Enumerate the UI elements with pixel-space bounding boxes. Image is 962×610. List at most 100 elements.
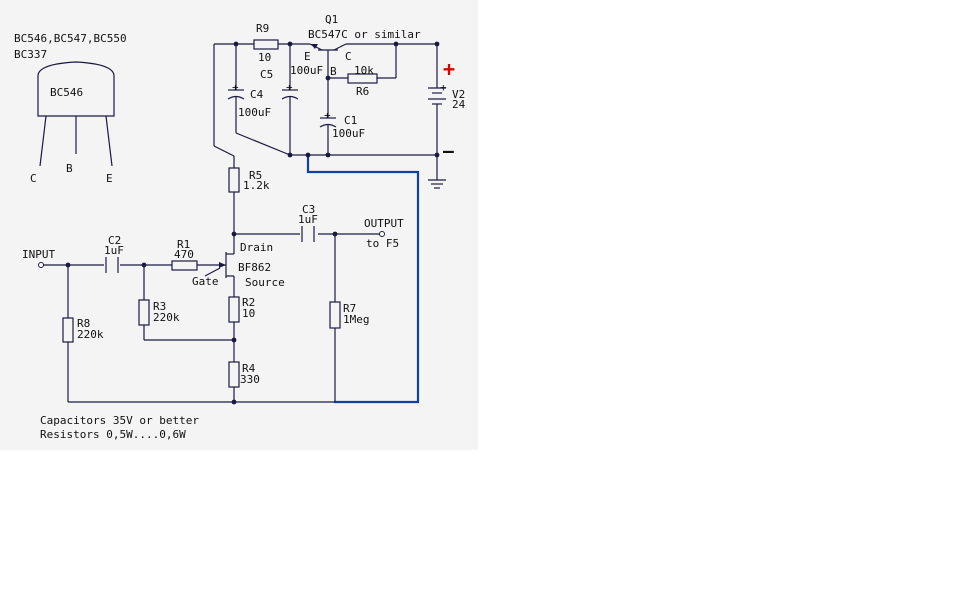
c5-plus: + <box>286 81 293 94</box>
pin-c-label: C <box>30 172 37 185</box>
source-label: Source <box>245 276 285 289</box>
r6-value: 10k <box>354 64 374 77</box>
output-sub-label: to F5 <box>366 237 399 250</box>
input-terminal <box>38 262 44 268</box>
c5-plate-curved <box>281 95 299 100</box>
c4-ref: C4 <box>250 88 264 101</box>
output-terminal <box>379 231 385 237</box>
v2-battery <box>428 86 446 108</box>
c4-capacitor <box>227 84 245 104</box>
r6-resistor <box>347 73 378 84</box>
r1-ref: R1 <box>177 238 190 251</box>
junction-dot <box>434 41 440 47</box>
c3-ref: C3 <box>302 203 315 216</box>
r8-value: 220k <box>77 328 104 341</box>
junction-dot <box>231 399 237 405</box>
v2-plus: + <box>440 81 447 94</box>
pinout-title-1: BC546,BC547,BC550 <box>14 32 127 45</box>
r5-resistor <box>228 167 240 193</box>
pin-e-lead <box>105 115 113 167</box>
jfet-gate-arrow <box>219 262 226 268</box>
c2-capacitor <box>105 257 119 273</box>
r3-ref: R3 <box>153 300 166 313</box>
v2-ref: V2 <box>452 88 465 101</box>
pinout-body-label: BC546 <box>50 86 83 99</box>
output-label: OUTPUT <box>364 217 404 230</box>
r2-ref: R2 <box>242 296 255 309</box>
c1-capacitor <box>319 112 337 132</box>
c2-ref: C2 <box>108 234 121 247</box>
junction-dot <box>434 152 440 158</box>
q1-b-label: B <box>330 65 337 78</box>
to92-body <box>37 61 115 117</box>
junction-dot <box>141 262 147 268</box>
r3-resistor <box>138 299 150 326</box>
junction-dot <box>325 75 331 81</box>
r4-value: 330 <box>240 373 260 386</box>
c3-value: 1uF <box>298 213 318 226</box>
q1-e-label: E <box>304 50 311 63</box>
r8-resistor <box>62 317 74 343</box>
r7-ref: R7 <box>343 302 356 315</box>
c4-value: 100uF <box>238 106 271 119</box>
junction-dots <box>65 41 440 405</box>
r2-resistor <box>228 296 240 323</box>
ground-symbol <box>428 179 446 189</box>
pin-c-lead <box>39 115 47 167</box>
note-capacitors: Capacitors 35V or better <box>40 414 199 427</box>
q1-value: BC547C or similar <box>308 28 421 41</box>
c2-value: 1uF <box>104 244 124 257</box>
r7-resistor <box>329 301 341 329</box>
input-label: INPUT <box>22 248 55 261</box>
component-labels: Q1 BC547C or similar C E B R9 10 C5 100u… <box>22 13 466 386</box>
c5-value: 100uF <box>290 64 323 77</box>
r8-ref: R8 <box>77 317 90 330</box>
v2-value: 24 <box>452 98 466 111</box>
q1-ref: Q1 <box>325 13 338 26</box>
c1-plus: + <box>324 109 331 122</box>
r9-value: 10 <box>258 51 271 64</box>
r4-resistor <box>228 361 240 388</box>
wire <box>213 145 235 157</box>
junction-dot <box>393 41 399 47</box>
wire <box>235 132 291 156</box>
pinout-title-2: BC337 <box>14 48 47 61</box>
q1-emitter-arrow <box>311 44 318 49</box>
q1-transistor <box>309 43 380 63</box>
c1-plate-curved <box>319 123 337 128</box>
junction-dot <box>332 231 338 237</box>
junction-dot <box>65 262 71 268</box>
supply-wires <box>213 43 438 180</box>
c1-value: 100uF <box>332 127 365 140</box>
c1-ref: C1 <box>344 114 357 127</box>
gate-pointer <box>204 267 221 277</box>
r5-value: 1.2k <box>243 179 270 192</box>
r3-value: 220k <box>153 311 180 324</box>
junction-dot <box>233 41 239 47</box>
q1-c-label: C <box>345 50 352 63</box>
c5-ref: C5 <box>260 68 273 81</box>
r4-ref: R4 <box>242 362 256 375</box>
notes: Capacitors 35V or better Resistors 0,5W.… <box>40 414 199 441</box>
amplifier-wires <box>43 192 380 403</box>
r1-resistor <box>171 260 198 271</box>
junction-dot <box>231 231 237 237</box>
r2-value: 10 <box>242 307 255 320</box>
c4-plate-curved <box>227 95 245 100</box>
pin-e-label: E <box>106 172 113 185</box>
junction-dot <box>305 152 311 158</box>
supply-plus-symbol: + <box>443 57 455 81</box>
junction-dot <box>287 152 293 158</box>
transistor-pinout: BC546,BC547,BC550 BC337 BC546 C B E <box>14 32 127 185</box>
supply-minus-symbol: — <box>443 141 454 162</box>
c3-capacitor <box>301 226 315 242</box>
gate-label: Gate <box>192 275 219 288</box>
ground-return-wire <box>306 155 420 404</box>
junction-dot <box>325 152 331 158</box>
drain-label: Drain <box>240 241 273 254</box>
r9-resistor <box>253 39 279 50</box>
bf862-jfet <box>219 248 235 282</box>
r7-value: 1Meg <box>343 313 370 326</box>
junction-dot <box>231 337 237 343</box>
